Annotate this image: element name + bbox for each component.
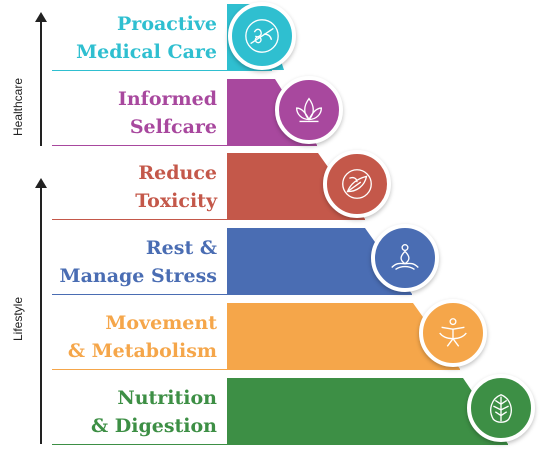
badge-reduce-toxicity	[323, 150, 391, 218]
meditation-icon	[391, 244, 419, 270]
step-underline	[52, 70, 272, 71]
badge-proactive-medical-care	[228, 2, 296, 70]
healthcare-axis-arrow	[35, 12, 47, 146]
step-label-nutrition-digestion: Nutrition & Digestion	[52, 384, 217, 440]
step-label-line2: Selfcare	[129, 116, 217, 138]
step-label-movement-metabolism: Movement & Metabolism	[52, 309, 217, 365]
step-underline	[52, 145, 317, 146]
leaves-icon	[342, 169, 372, 199]
step-label-line1: Rest &	[145, 237, 217, 259]
step-label-line1: Reduce	[138, 162, 217, 184]
step-underline	[52, 444, 508, 445]
step-label-proactive-medical-care: Proactive Medical Care	[52, 10, 217, 66]
step-label-line1: Movement	[105, 312, 217, 334]
step-label-line1: Proactive	[117, 13, 217, 35]
lotus-icon	[295, 97, 323, 123]
badge-nutrition-digestion	[467, 374, 535, 442]
step-label-informed-selfcare: Informed Selfcare	[52, 85, 217, 141]
step-bar-rest-manage-stress	[227, 228, 412, 294]
step-label-line1: Informed	[117, 88, 217, 110]
step-label-line2: Toxicity	[135, 190, 217, 212]
badge-movement-metabolism	[419, 299, 487, 367]
badge-rest-manage-stress	[371, 224, 439, 292]
stethoscope-hand-icon	[245, 19, 279, 53]
step-label-line2: Medical Care	[76, 41, 217, 63]
step-label-line2: & Digestion	[90, 415, 217, 437]
step-label-rest-manage-stress: Rest & Manage Stress	[52, 234, 217, 290]
step-bar-movement-metabolism	[227, 303, 460, 369]
step-label-line1: Nutrition	[117, 387, 217, 409]
step-underline	[52, 294, 412, 295]
step-label-line2: & Metabolism	[67, 340, 217, 362]
person-stretch-icon	[439, 318, 467, 347]
leaf-icon	[490, 393, 512, 423]
step-bar-nutrition-digestion	[227, 378, 508, 444]
step-underline	[52, 219, 365, 220]
step-underline	[52, 369, 460, 370]
step-label-reduce-toxicity: Reduce Toxicity	[52, 159, 217, 215]
badge-informed-selfcare	[275, 76, 343, 144]
lifestyle-axis-arrow	[35, 178, 47, 444]
step-label-line2: Manage Stress	[59, 265, 217, 287]
